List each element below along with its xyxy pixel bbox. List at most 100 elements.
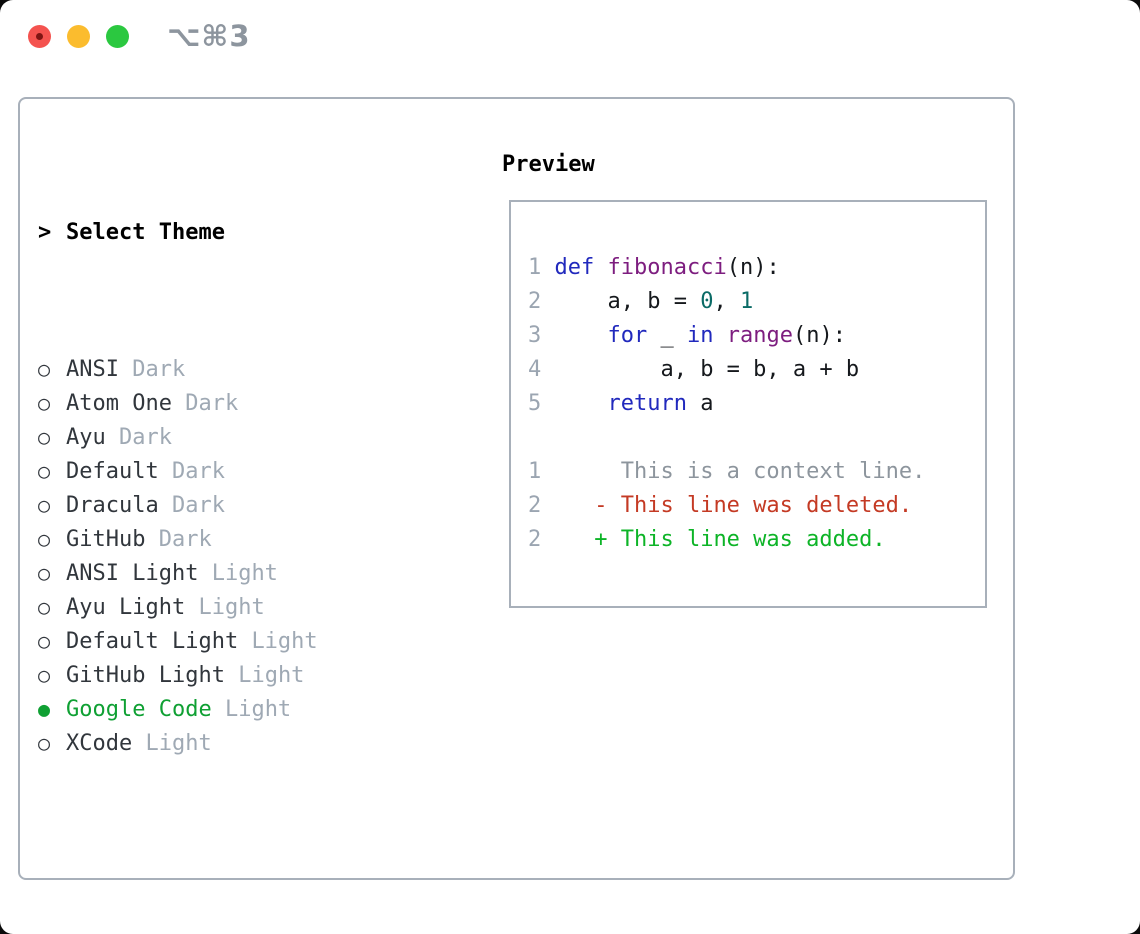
code-line: 5 return a (528, 387, 985, 421)
theme-option[interactable]: ○ ANSI Light Light (38, 556, 450, 590)
code-line: 2 - This line was deleted. (528, 489, 985, 523)
theme-variant-tag: Dark (171, 459, 225, 484)
code-token (541, 323, 607, 348)
theme-variant-tag: Dark (171, 493, 225, 518)
theme-option[interactable]: ● Google Code Light (38, 692, 450, 726)
code-line: 3 for _ in range(n): (528, 319, 985, 353)
radio-unselected-icon: ○ (38, 731, 51, 755)
theme-option[interactable]: ○GitHub Light Light (38, 658, 450, 692)
code-line: 1 def fibonacci(n): (528, 251, 985, 285)
code-token: range (726, 323, 793, 348)
theme-option[interactable]: ○GitHub Dark (38, 522, 450, 556)
theme-variant-tag: Light (211, 561, 278, 586)
code-token: 2 (528, 493, 542, 518)
radio-unselected-icon: ○ (38, 391, 51, 415)
theme-variant-tag: Dark (185, 391, 239, 416)
window-title: ⌥⌘3 (167, 19, 251, 53)
close-button[interactable] (28, 25, 51, 48)
code-token: (n): (792, 323, 846, 348)
code-token (594, 255, 607, 280)
theme-name: ANSI Light (66, 561, 199, 586)
theme-name: Ayu Light (66, 595, 186, 620)
minimize-button[interactable] (67, 25, 90, 48)
code-token: a, b = b, a + b (541, 357, 860, 382)
theme-name: Default (66, 459, 159, 484)
radio-unselected-icon: ○ (38, 527, 51, 551)
code-token: _ (647, 323, 687, 348)
theme-list: ○ ANSI Dark ○ Atom One Dark ○ Ayu Dark ○ Defaul… (38, 352, 450, 760)
code-token (541, 391, 607, 416)
theme-option[interactable]: ○ Default Dark (38, 454, 450, 488)
theme-name: GitHub Light (66, 663, 225, 688)
code-line: 4 a, b = b, a + b (528, 353, 985, 387)
radio-unselected-icon: ○ (38, 595, 51, 619)
radio-unselected-icon: ○ (38, 493, 51, 517)
code-token: 0 (700, 289, 714, 314)
radio-unselected-icon: ○ (38, 561, 51, 585)
code-token: + This line was added. (594, 527, 886, 552)
code-token: 4 (528, 357, 542, 382)
code-token: in (686, 323, 714, 348)
prompt-icon: > (38, 220, 52, 245)
radio-unselected-icon: ○ (38, 629, 51, 653)
theme-variant-tag: Light (238, 663, 305, 688)
code-token: 1 (528, 255, 542, 280)
code-token: return (607, 391, 687, 416)
code-line: 2 a, b = 0, 1 (528, 285, 985, 319)
theme-option[interactable]: ○ Ayu Dark (38, 420, 450, 454)
code-token: - This line was deleted. (594, 493, 913, 518)
code-token: 5 (528, 391, 542, 416)
theme-dialog: > Select Theme ○ ANSI Dark ○ Atom One Dark ○ A… (18, 97, 1015, 880)
code-line (528, 421, 985, 455)
radio-unselected-icon: ○ (38, 357, 51, 381)
code-token: a (686, 391, 714, 416)
code-token: 1 (739, 289, 754, 314)
code-token (713, 323, 726, 348)
theme-name: Dracula (66, 493, 159, 518)
select-theme-header: > Select Theme (38, 216, 450, 250)
radio-unselected-icon: ○ (38, 459, 51, 483)
theme-name: Atom One (66, 391, 172, 416)
maximize-button[interactable] (106, 25, 129, 48)
theme-selector: > Select Theme ○ ANSI Dark ○ Atom One Dark ○ A… (38, 148, 450, 934)
code-token: This is a context line. (541, 459, 926, 484)
select-theme-title: Select Theme (66, 220, 225, 245)
theme-name: Ayu (66, 425, 106, 450)
code-token: 3 (528, 323, 542, 348)
code-token (541, 493, 594, 518)
spacer (38, 862, 450, 896)
theme-variant-tag: Light (224, 697, 292, 722)
theme-name: ANSI (66, 357, 119, 382)
theme-option[interactable]: ○ Ayu Light Light (38, 590, 450, 624)
preview-title: Preview (502, 152, 595, 177)
theme-variant-tag: Light (251, 629, 318, 654)
theme-name: GitHub (66, 527, 146, 552)
theme-option[interactable]: ○ Atom One Dark (38, 386, 450, 420)
radio-unselected-icon: ○ (38, 425, 51, 449)
code-token: , (713, 289, 740, 314)
code-token: def (554, 255, 595, 280)
code-token: a, b = (541, 289, 701, 314)
theme-variant-tag: Light (198, 595, 265, 620)
code-token: 2 (528, 527, 542, 552)
code-token: (n): (726, 255, 780, 280)
theme-option[interactable]: ○ Dracula Dark (38, 488, 450, 522)
code-line: 1 This is a context line. (528, 455, 985, 489)
theme-name: Default Light (66, 629, 239, 654)
code-token: 2 (528, 289, 542, 314)
theme-option[interactable]: ○ XCode Light (38, 726, 450, 760)
code-token: 1 (528, 459, 542, 484)
theme-name: Google Code (66, 697, 212, 722)
code-token: for (607, 323, 648, 348)
theme-variant-tag: Dark (119, 425, 172, 450)
theme-variant-tag: Dark (132, 357, 186, 382)
radio-selected-icon: ● (38, 697, 51, 721)
theme-variant-tag: Light (145, 731, 212, 756)
theme-name: XCode (66, 731, 133, 756)
code-token (541, 527, 594, 552)
theme-option[interactable]: ○ ANSI Dark (38, 352, 450, 386)
theme-option[interactable]: ○ Default Light Light (38, 624, 450, 658)
